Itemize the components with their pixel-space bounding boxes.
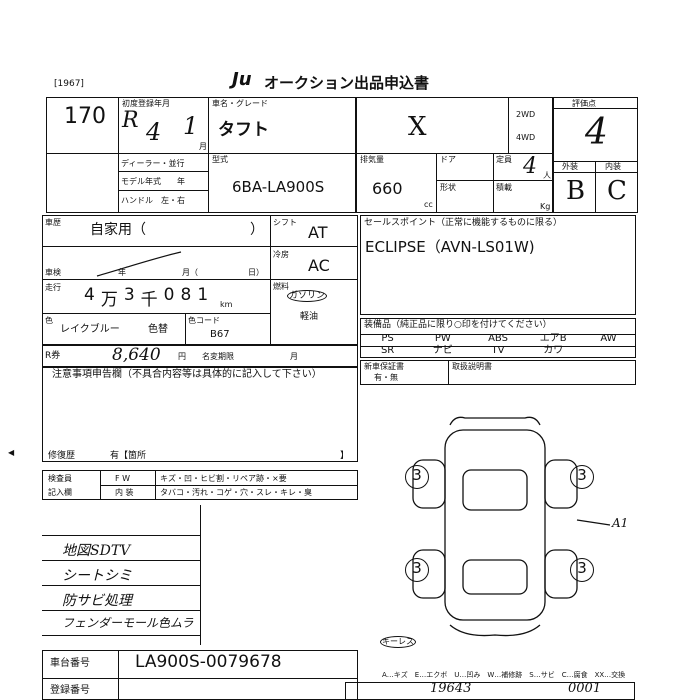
form-code: [1967] <box>54 79 84 89</box>
top-left-frame <box>46 97 356 213</box>
first-reg-year: 4 <box>146 118 162 146</box>
damage-mark-fr: 3 <box>570 465 594 489</box>
recycle-row <box>42 345 358 367</box>
score-exterior: B <box>566 176 586 206</box>
equipment-frame <box>360 318 636 358</box>
model-name: タフト <box>218 120 269 140</box>
color-code: B67 <box>210 329 230 340</box>
recycle-value: 8,640 <box>112 345 161 365</box>
drive-2wd: 2WD <box>516 110 536 119</box>
score-label: 評価点 <box>572 99 596 108</box>
damage-mark-rr: 3 <box>570 558 594 582</box>
equipment-row1: PS PW ABS エアB AW <box>381 333 617 344</box>
damage-callout: A1 <box>612 516 629 530</box>
chassis-value: LA900S-0079678 <box>135 652 282 672</box>
note-1: 地図SDTV <box>62 543 131 559</box>
ju-logo: Ju <box>232 69 252 90</box>
drive-4wd: 4WD <box>516 133 536 142</box>
capacity-value: 4 <box>523 154 537 179</box>
type-value: 6BA-LA900S <box>232 178 325 196</box>
note-3: 防サビ処理 <box>62 593 132 609</box>
score-interior: C <box>607 176 627 206</box>
first-reg-label: 初度登録年月 <box>122 99 170 108</box>
inspection-strike <box>96 251 182 277</box>
first-reg-era: R <box>122 108 139 133</box>
model-label: 車名・グレード <box>212 99 268 108</box>
model-grade: X <box>408 112 427 142</box>
ac-value: AC <box>308 256 330 275</box>
mid-left-frame <box>42 215 358 345</box>
top-mid-frame <box>356 97 553 213</box>
fuel-gasoline: ガソリン <box>287 290 328 302</box>
form-title: オークション出品申込書 <box>264 74 430 92</box>
color-value: レイクブルー <box>60 324 120 335</box>
sales-point-frame <box>360 215 636 315</box>
score-value: 4 <box>585 112 608 153</box>
displacement-value: 660 <box>372 179 403 198</box>
shift-value: AT <box>308 223 328 242</box>
margin-arrow: ◀ <box>8 448 15 457</box>
damage-legend: A…キズ E…エクボ U…凹み W…補修跡 S…サビ C…腐食 XX…交換 <box>382 671 626 679</box>
damage-mark-rl: 3 <box>405 558 429 582</box>
sales-point-text: ECLIPSE（AVN-LS01W) <box>365 238 535 256</box>
note-2: シートシミ <box>62 568 132 584</box>
note-4: フェンダーモール色ムラ <box>62 616 194 630</box>
damage-mark-fl: 3 <box>405 465 429 489</box>
usage-value: 自家用（ <box>90 222 146 238</box>
lot-number: 170 <box>64 104 106 129</box>
equipment-row2: SR ナビ TV カワ <box>380 345 564 356</box>
keyless-mark: キーレス <box>380 636 416 648</box>
notes-frame <box>42 367 358 462</box>
first-reg-month: 1 <box>183 112 199 140</box>
car-damage-diagram <box>412 416 611 637</box>
warranty-frame <box>360 360 636 385</box>
